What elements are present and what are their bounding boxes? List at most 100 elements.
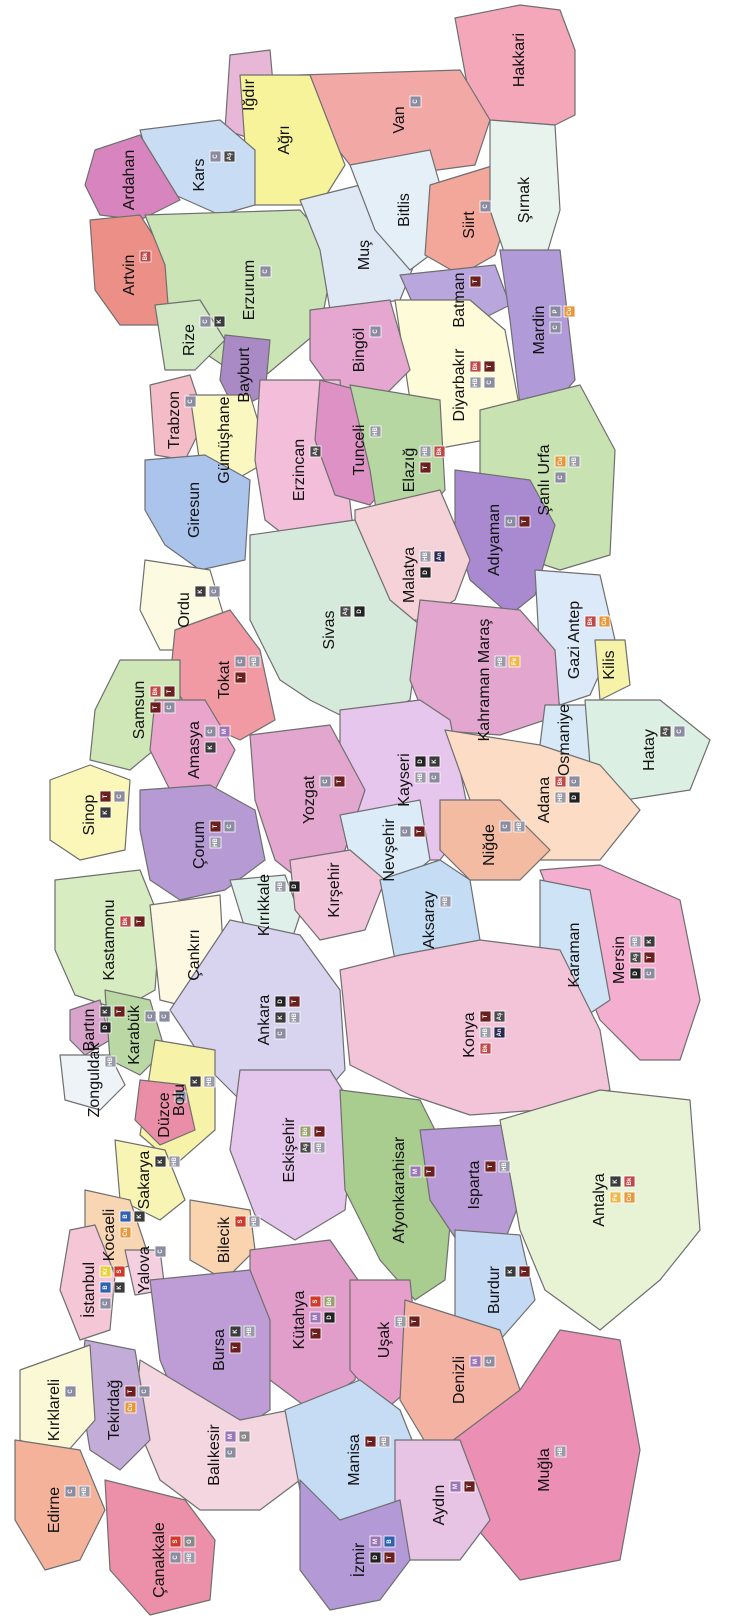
province-canakkale[interactable] — [104, 1479, 216, 1616]
province-label-siirt: Siirt — [461, 211, 478, 239]
mineral-icon-konya-2: Aş — [493, 1010, 506, 1023]
province-label-hakkari: Hakkari — [511, 33, 528, 87]
mineral-icon-label: T — [238, 675, 244, 679]
mineral-icon-izmir-3: D — [369, 1551, 382, 1564]
mineral-icon-label: P — [553, 309, 559, 313]
mineral-icon-label: Bk — [437, 447, 443, 455]
mineral-icon-bartin-1: K — [99, 1005, 112, 1018]
mineral-icon-kayseri-3: HB — [414, 771, 427, 784]
province-mugla[interactable] — [439, 1329, 641, 1581]
mineral-icon-box — [554, 775, 567, 788]
province-antalya[interactable] — [499, 1089, 701, 1331]
mineral-icon-box — [518, 1265, 531, 1278]
mineral-icon-label: HB — [558, 1447, 564, 1456]
mineral-icon-label: C — [142, 1389, 148, 1394]
province-konya[interactable] — [339, 939, 611, 1116]
mineral-icon-box — [99, 1281, 112, 1294]
mineral-icon-tekirdag-3: Cu — [124, 1401, 137, 1414]
province-sinop[interactable] — [49, 764, 131, 861]
mineral-icon-label: Cu — [602, 617, 608, 625]
province-zonguldak[interactable] — [59, 1054, 126, 1111]
mineral-icon-box — [484, 1160, 497, 1173]
province-kirsehir[interactable] — [289, 849, 386, 941]
mineral-icon-label: HB — [252, 657, 258, 666]
province-giresun[interactable] — [144, 454, 251, 571]
province-izmir[interactable] — [299, 1479, 411, 1611]
mineral-icon-box — [383, 1535, 396, 1548]
mineral-icon-box — [643, 951, 656, 964]
province-aydin[interactable] — [394, 1439, 491, 1561]
mineral-icon-label: HB — [278, 882, 284, 891]
mineral-icon-label: M — [313, 1315, 319, 1320]
mineral-icon-box — [413, 825, 426, 838]
mineral-icon-label: HB — [517, 822, 523, 831]
province-kirklareli[interactable] — [19, 1344, 96, 1461]
province-nigde[interactable] — [439, 799, 551, 881]
province-label-erzincan: Erzincan — [291, 439, 308, 501]
mineral-icon-box — [99, 1265, 112, 1278]
mineral-icon-mersin-5: D — [629, 967, 642, 980]
mineral-icon-label: M — [453, 1484, 459, 1489]
mineral-icon-eskisehir-4: HB — [313, 1141, 326, 1154]
province-kahramanmaras[interactable] — [409, 599, 561, 736]
mineral-icon-tekirdag-2: C — [138, 1385, 151, 1398]
mineral-icon-label: B — [103, 1285, 109, 1290]
mineral-icon-burdur-2: T — [518, 1265, 531, 1278]
mineral-icon-label: T — [427, 1169, 433, 1173]
province-label-tokat: Tokat — [216, 660, 233, 699]
province-eskisehir[interactable] — [229, 1069, 356, 1241]
mineral-icon-bolu-2: HB — [203, 1075, 216, 1088]
mineral-icon-gaziantep-1: Bk — [584, 615, 597, 628]
mineral-icon-label: K — [103, 1009, 109, 1014]
province-istanbul[interactable] — [59, 1224, 116, 1341]
province-label-bursa: Bursa — [211, 1329, 228, 1371]
mineral-icon-kirklareli-1: C — [64, 1385, 77, 1398]
mineral-icon-box — [309, 445, 322, 458]
mineral-icon-adana-3: HB — [554, 791, 567, 804]
mineral-icon-sakarya-2: HB — [168, 1155, 181, 1168]
mineral-icon-label: D — [572, 795, 578, 800]
mineral-icon-box — [409, 1165, 422, 1178]
mineral-icon-balikesir-2: G — [238, 1430, 251, 1443]
mineral-icon-label: T — [522, 519, 528, 523]
mineral-icon-label: M — [222, 729, 228, 734]
mineral-icon-label: HB — [187, 1553, 193, 1562]
mineral-icon-kars-2: Aş — [223, 150, 236, 163]
province-label-giresun: Giresun — [186, 482, 203, 538]
mineral-icon-tokat-3: T — [234, 671, 247, 684]
province-burdur[interactable] — [454, 1229, 536, 1341]
mineral-icon-label: Aş — [227, 152, 233, 160]
mineral-icon-label: M — [228, 1434, 234, 1439]
mineral-icon-box — [609, 1175, 622, 1188]
mineral-icon-ankara-3: K — [274, 1011, 287, 1024]
mineral-icon-amasya-2: M — [218, 725, 231, 738]
mineral-icon-label: Aş — [633, 953, 639, 961]
mineral-icon-yozgat-2: T — [333, 775, 346, 788]
mineral-icon-label: M — [413, 1169, 419, 1174]
mineral-icon-samsun-1: Bk — [149, 685, 162, 698]
mineral-icon-box — [223, 150, 236, 163]
province-label-erzurum: Erzurum — [241, 260, 258, 320]
province-edirne[interactable] — [14, 1439, 106, 1571]
mineral-icon-antalya-3: Fe — [609, 1191, 622, 1204]
mineral-icon-label: Cu — [558, 457, 564, 465]
mineral-icon-label: Aş — [303, 1143, 309, 1151]
mineral-icon-box — [469, 275, 482, 288]
mineral-icon-box — [623, 1191, 636, 1204]
province-corum[interactable] — [139, 784, 266, 901]
mineral-icon-label: C — [188, 399, 194, 404]
province-kilis[interactable] — [594, 639, 631, 701]
province-sakarya[interactable] — [114, 1139, 186, 1221]
mineral-icon-siirt-1: C — [479, 200, 492, 213]
mineral-icon-label: K — [193, 1079, 199, 1084]
mineral-icon-label: T — [117, 1009, 123, 1013]
mineral-icon-malatya-2: An — [433, 550, 446, 563]
mineral-icon-label: T — [337, 779, 343, 783]
mineral-icon-box — [299, 1141, 312, 1154]
province-label-afyonkarahisar: Afyonkarahisar — [391, 1136, 408, 1243]
mineral-icon-box — [288, 995, 301, 1008]
mineral-icon-kahramanmaras-2: Fe — [508, 655, 521, 668]
mineral-icon-box — [184, 395, 197, 408]
